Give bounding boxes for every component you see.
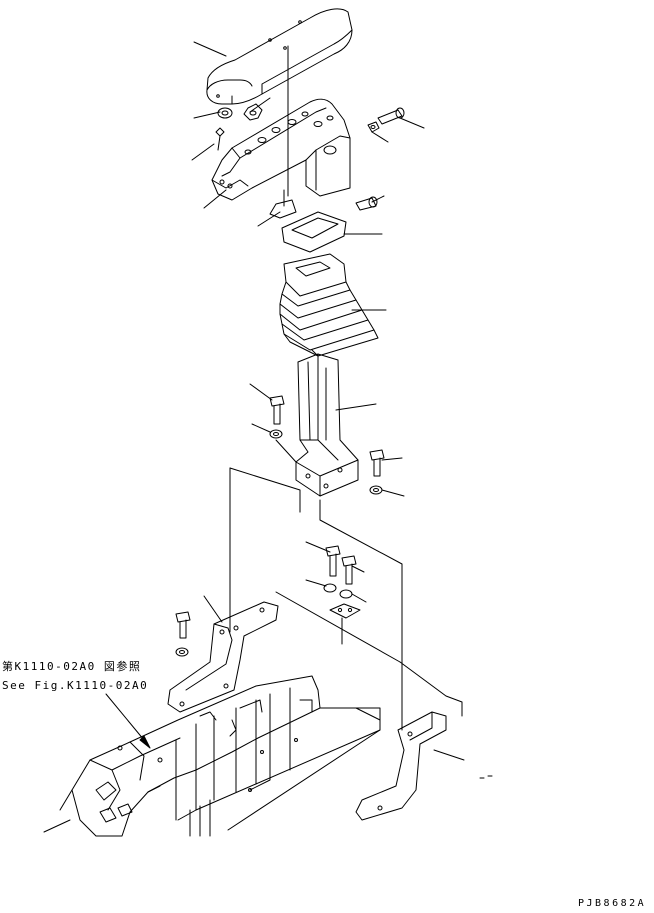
- right-bracket: [356, 712, 446, 820]
- figure-code: PJB8682A: [578, 898, 647, 909]
- lower-frame: [44, 676, 380, 836]
- mid-hardware: [324, 546, 360, 644]
- armrest-pad: [207, 9, 352, 104]
- stand-hardware: [270, 396, 384, 494]
- bellows-boot: [280, 254, 378, 356]
- left-bolt: [176, 612, 190, 656]
- reference-note-jp: 第K1110-02A0 図参照: [2, 660, 142, 673]
- left-plate-bracket: [168, 592, 462, 716]
- reference-note-en: See Fig.K1110-02A0: [2, 679, 149, 692]
- console-body: [212, 99, 350, 200]
- reference-lines: [230, 440, 402, 730]
- leader-lines: [192, 42, 492, 778]
- boot-frame: [282, 212, 346, 252]
- console-hardware: [216, 104, 404, 218]
- stand-bracket: [296, 354, 358, 496]
- reference-arrow: [106, 694, 150, 748]
